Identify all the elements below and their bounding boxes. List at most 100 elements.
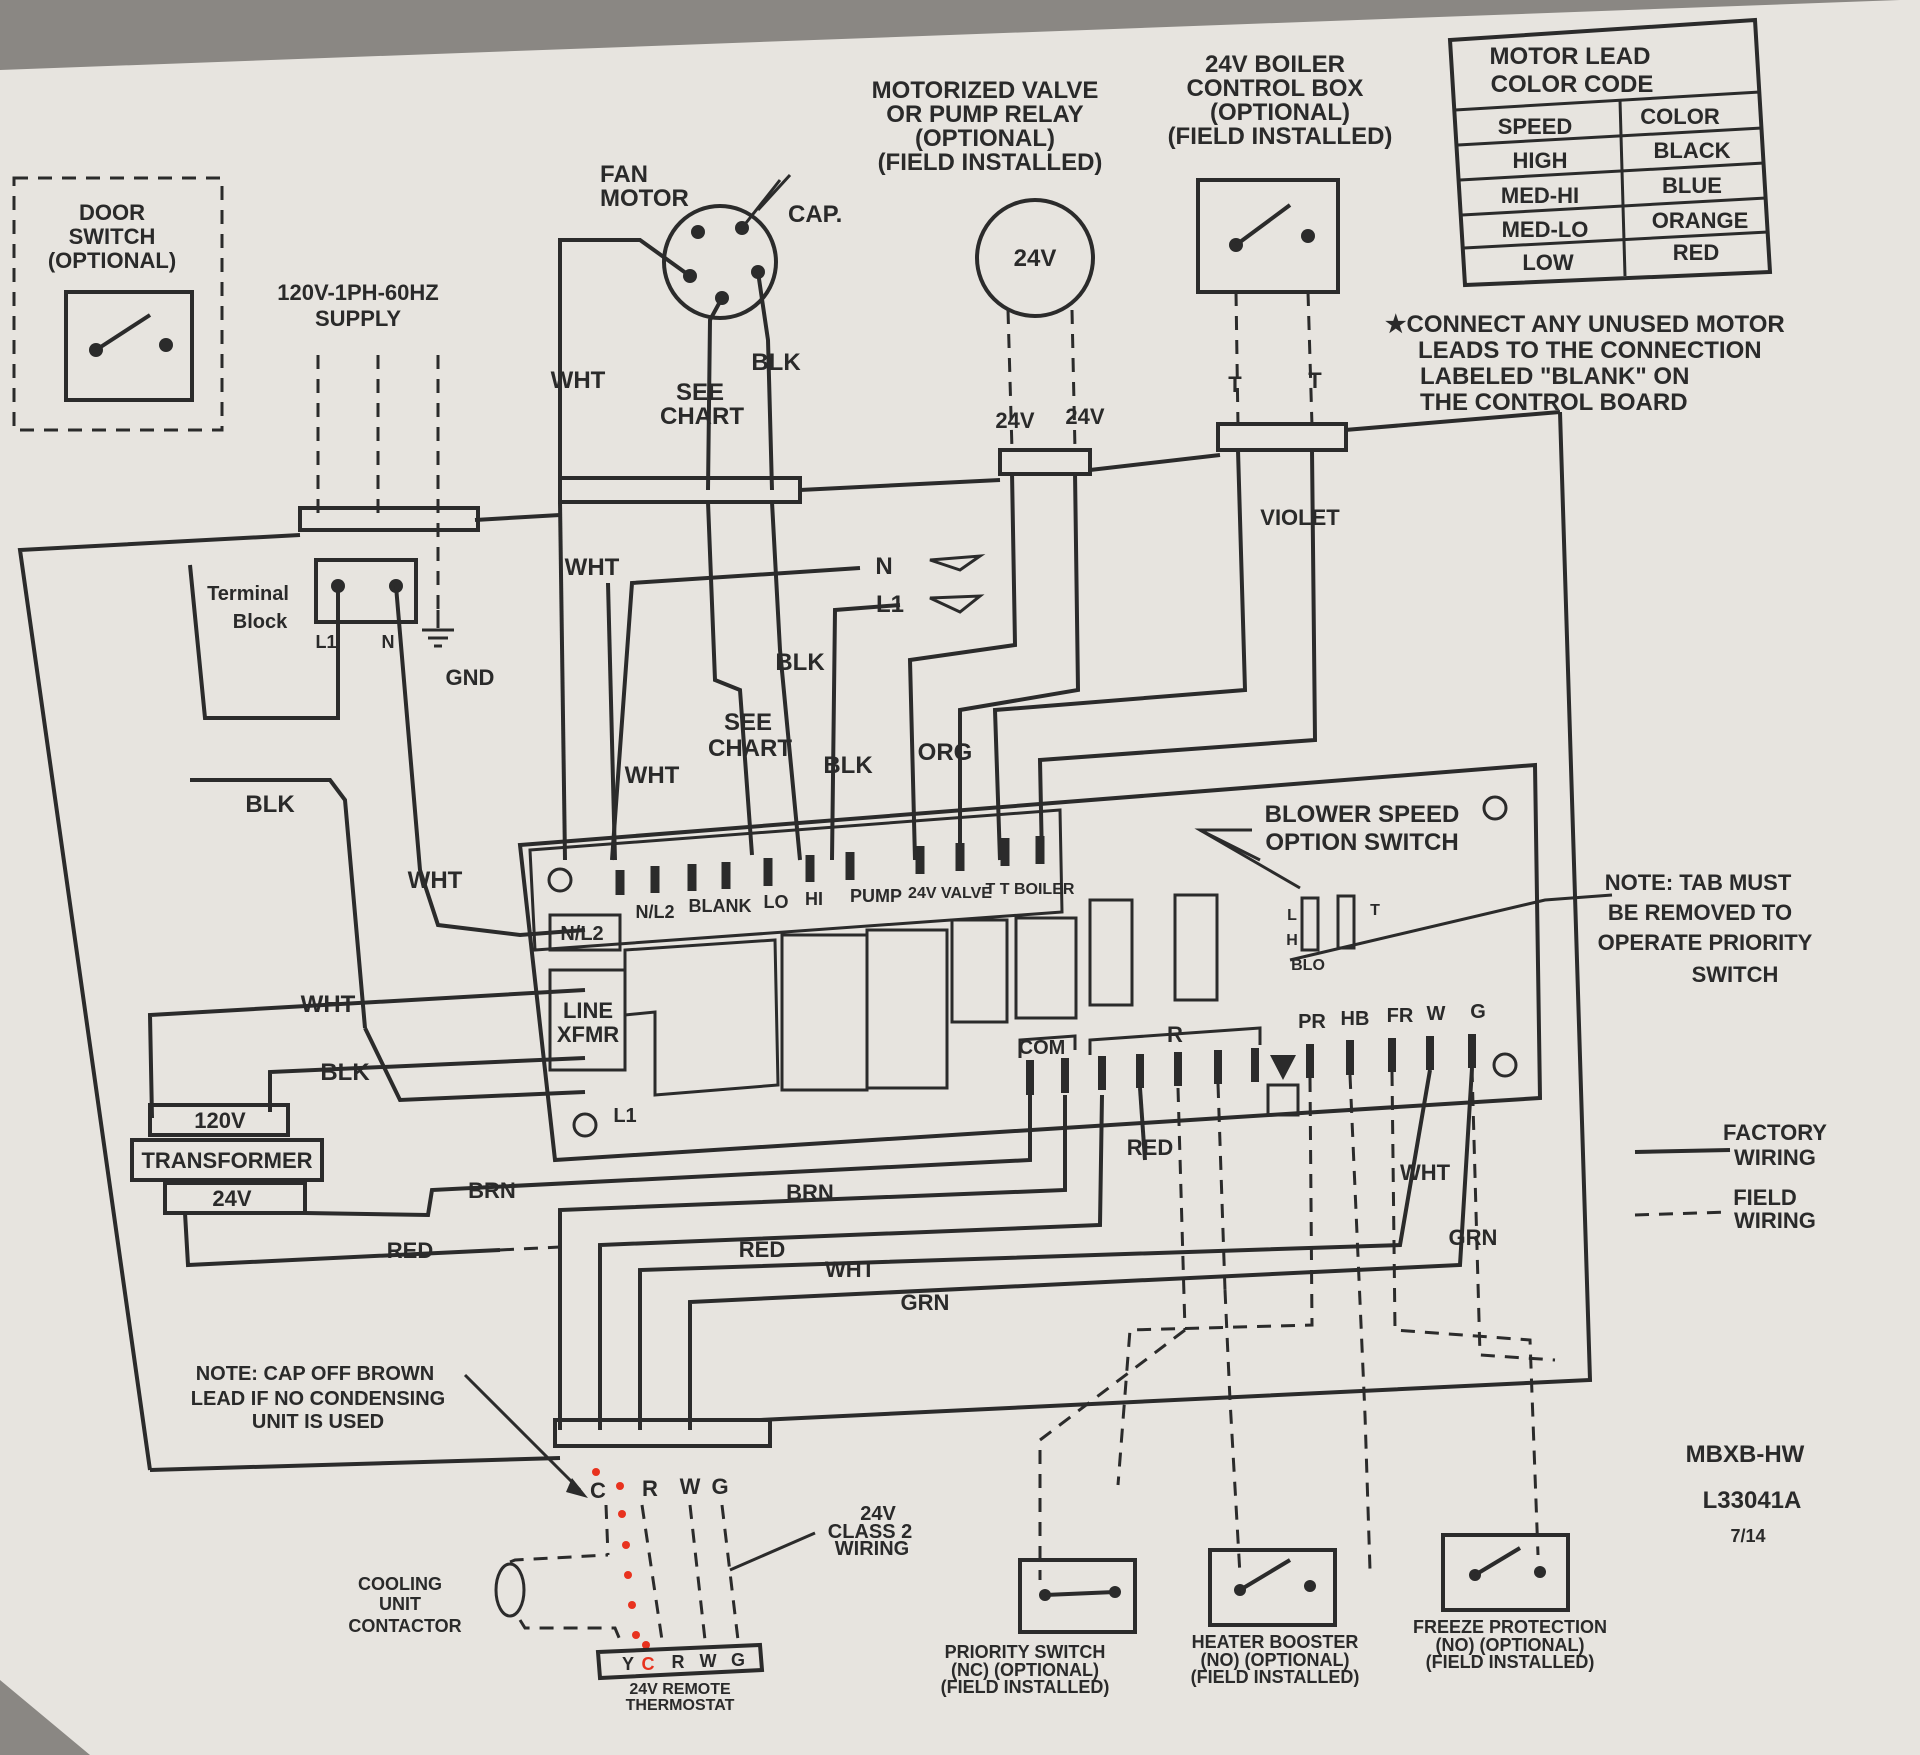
svg-text:HIGH: HIGH [1513, 148, 1568, 173]
svg-text:24V BOILER: 24V BOILER [1205, 51, 1345, 78]
label-blk-left: BLK [245, 791, 295, 818]
svg-text:24V: 24V [212, 1186, 251, 1211]
svg-text:BLO: BLO [1291, 957, 1325, 974]
svg-text:THERMOSTAT: THERMOSTAT [626, 1697, 735, 1714]
svg-text:FR: FR [1387, 1005, 1414, 1027]
svg-text:HB: HB [1341, 1008, 1370, 1030]
svg-text:G: G [711, 1474, 728, 1499]
svg-text:(FIELD INSTALLED): (FIELD INSTALLED) [878, 149, 1103, 176]
svg-text:GRN: GRN [901, 1290, 950, 1315]
svg-text:CLASS 2: CLASS 2 [828, 1521, 912, 1543]
model-number: MBXB-HW [1686, 1441, 1805, 1468]
svg-text:NOTE: TAB MUST: NOTE: TAB MUST [1605, 870, 1792, 895]
svg-text:UNIT IS USED: UNIT IS USED [252, 1411, 384, 1433]
cap-off-brown-note: NOTE: CAP OFF BROWN LEAD IF NO CONDENSIN… [191, 1363, 588, 1498]
tab-note: NOTE: TAB MUST BE REMOVED TO OPERATE PRI… [1289, 870, 1813, 987]
class2-wiring-note: 24V CLASS 2 WIRING [729, 1503, 912, 1572]
svg-text:WHT: WHT [825, 1257, 876, 1282]
svg-text:(OPTIONAL): (OPTIONAL) [1210, 99, 1350, 126]
svg-text:PUMP: PUMP [850, 886, 902, 906]
svg-text:XFMR: XFMR [557, 1022, 619, 1047]
svg-text:N/L2: N/L2 [635, 902, 674, 922]
svg-text:BLOWER SPEED: BLOWER SPEED [1265, 801, 1460, 828]
svg-text:RED: RED [1127, 1135, 1173, 1160]
svg-text:FIELD: FIELD [1733, 1185, 1797, 1210]
svg-text:UNIT: UNIT [379, 1594, 421, 1614]
supply-label: 120V-1PH-60HZ [277, 280, 438, 305]
supply-label-2: SUPPLY [315, 306, 401, 331]
svg-text:THE CONTROL BOARD: THE CONTROL BOARD [1420, 389, 1688, 416]
svg-text:LOW: LOW [1522, 250, 1574, 275]
svg-text:(NO) (OPTIONAL): (NO) (OPTIONAL) [1436, 1635, 1585, 1655]
svg-text:CONTROL BOX: CONTROL BOX [1187, 75, 1364, 102]
label-see-chart: SEE [676, 379, 724, 406]
svg-text:WIRING: WIRING [1734, 1208, 1816, 1233]
svg-text:C: C [590, 1478, 606, 1503]
svg-text:PR: PR [1298, 1011, 1326, 1033]
svg-text:Terminal: Terminal [207, 583, 289, 605]
freeze-protection-switch: FREEZE PROTECTION (NO) (OPTIONAL) (FIELD… [1413, 1533, 1607, 1672]
boiler-control-box: 24V BOILER CONTROL BOX (OPTIONAL) (FIELD… [1168, 51, 1393, 530]
svg-text:120V: 120V [194, 1108, 246, 1133]
svg-text:CHART: CHART [708, 735, 792, 762]
thermostat-wire-terminals: C R W G [590, 1474, 729, 1503]
svg-text:(FIELD INSTALLED): (FIELD INSTALLED) [1426, 1652, 1595, 1672]
svg-text:GRN: GRN [1449, 1225, 1498, 1250]
svg-text:OPERATE PRIORITY: OPERATE PRIORITY [1598, 930, 1813, 955]
fan-motor: FAN MOTOR CAP. [600, 161, 842, 320]
label-wht: WHT [551, 367, 606, 394]
svg-text:HEATER BOOSTER: HEATER BOOSTER [1192, 1632, 1359, 1652]
svg-text:T T BOILER: T T BOILER [986, 881, 1075, 898]
svg-text:BLANK: BLANK [689, 896, 752, 916]
svg-text:L1: L1 [613, 1105, 636, 1127]
svg-text:C: C [642, 1654, 655, 1674]
motorized-valve: MOTORIZED VALVE OR PUMP RELAY (OPTIONAL)… [872, 77, 1105, 433]
svg-text:N: N [382, 632, 395, 652]
svg-text:OR PUMP RELAY: OR PUMP RELAY [886, 101, 1083, 128]
svg-text:WHT: WHT [565, 554, 620, 581]
svg-text:24V: 24V [1014, 245, 1057, 272]
svg-text:R: R [672, 1652, 685, 1672]
svg-text:24V VALVE: 24V VALVE [908, 885, 992, 902]
svg-text:LEADS TO THE CONNECTION: LEADS TO THE CONNECTION [1418, 337, 1762, 364]
unused-motor-leads-note: ★CONNECT ANY UNUSED MOTOR LEADS TO THE C… [1385, 311, 1785, 416]
wiring-legend: FACTORY WIRING FIELD WIRING [1634, 1120, 1827, 1233]
svg-text:W: W [1427, 1003, 1446, 1025]
svg-text:COOLING: COOLING [358, 1574, 442, 1594]
control-board: N/L2 BLANK LO HI PUMP 24V VALVE T T BOIL… [517, 762, 1543, 1163]
svg-text:HI: HI [805, 889, 823, 909]
svg-text:ORG: ORG [918, 739, 973, 766]
label-blk: BLK [751, 349, 801, 376]
svg-text:(FIELD INSTALLED): (FIELD INSTALLED) [1168, 123, 1393, 150]
svg-text:RED: RED [1673, 240, 1719, 265]
svg-text:Block: Block [233, 611, 288, 633]
svg-text:(NC) (OPTIONAL): (NC) (OPTIONAL) [951, 1660, 1099, 1680]
marker-dots [592, 1468, 650, 1649]
svg-text:L1: L1 [315, 632, 336, 652]
svg-text:BLUE: BLUE [1662, 173, 1722, 198]
svg-text:H: H [1286, 932, 1298, 949]
svg-text:VIOLET: VIOLET [1260, 505, 1340, 530]
svg-text:N: N [875, 553, 892, 580]
svg-text:24V: 24V [995, 408, 1034, 433]
svg-text:MOTORIZED VALVE: MOTORIZED VALVE [872, 77, 1099, 104]
terminal-block: Terminal Block L1 N [207, 558, 418, 652]
svg-text:RED: RED [739, 1237, 785, 1262]
svg-text:DOOR: DOOR [79, 200, 145, 225]
svg-text:BLK: BLK [823, 752, 873, 779]
svg-text:TRANSFORMER: TRANSFORMER [141, 1148, 312, 1173]
svg-text:COLOR CODE: COLOR CODE [1491, 71, 1654, 98]
svg-text:CAP.: CAP. [788, 201, 842, 228]
transformer: 120V TRANSFORMER 24V [130, 1103, 324, 1215]
revision-date: 7/14 [1730, 1526, 1765, 1546]
svg-text:SPEED: SPEED [1498, 114, 1573, 139]
svg-text:BLK: BLK [775, 649, 825, 676]
svg-text:FREEZE PROTECTION: FREEZE PROTECTION [1413, 1617, 1607, 1637]
svg-text:GND: GND [446, 665, 495, 690]
svg-text:Y: Y [622, 1654, 634, 1674]
svg-text:MOTOR: MOTOR [600, 185, 689, 212]
svg-text:(FIELD INSTALLED): (FIELD INSTALLED) [941, 1677, 1110, 1697]
svg-text:BLACK: BLACK [1654, 138, 1731, 163]
svg-text:24V REMOTE: 24V REMOTE [629, 1681, 731, 1698]
